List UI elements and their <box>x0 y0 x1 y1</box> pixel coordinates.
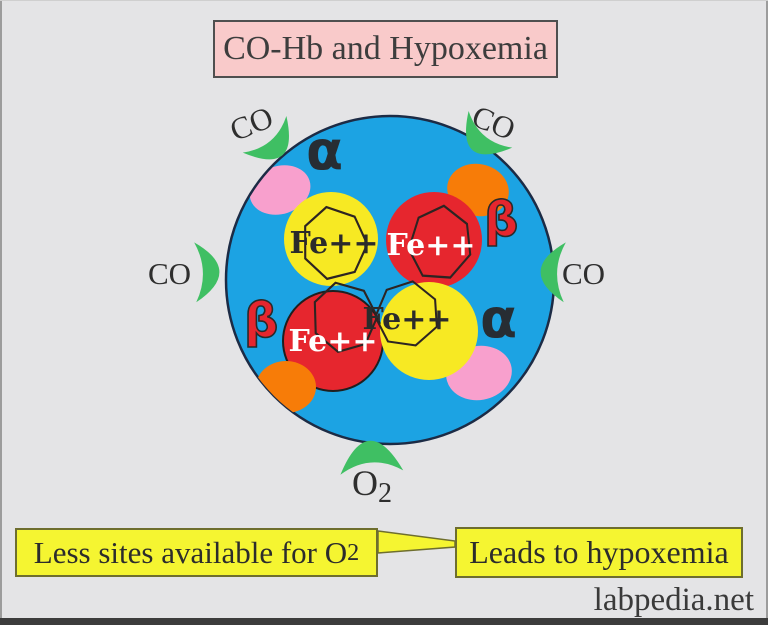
bottom-bar <box>0 618 768 625</box>
heme-circle-bottom-right <box>380 282 478 380</box>
callout-connector <box>377 530 456 554</box>
co-label-right: CO <box>562 256 606 291</box>
watermark: labpedia.net <box>593 582 754 618</box>
o2-subscript: 2 <box>378 478 393 510</box>
frame-top-edge <box>0 0 768 1</box>
frame-right-edge <box>766 0 768 625</box>
frame-left-edge <box>0 0 2 625</box>
subunit-beta-top-right: β <box>483 192 519 248</box>
co-label-left: CO <box>148 256 192 291</box>
fe-label-bottom-right: Fe++ <box>362 302 452 337</box>
o2-symbol: O <box>352 463 378 503</box>
heme-circle-top-left <box>284 192 378 286</box>
pink-oval-top-left <box>249 165 311 215</box>
page-title: CO-Hb and Hypoxemia <box>223 30 548 67</box>
subunit-alpha-top-left: α <box>306 119 344 182</box>
fe-label-top-right: Fe++ <box>386 228 476 263</box>
fe-label-bottom-left: Fe++ <box>288 324 378 359</box>
callout-less-sites-text: Less sites available for O <box>33 534 348 570</box>
subunit-alpha-bottom-right: α <box>480 287 518 350</box>
co-crescent-left <box>194 241 221 303</box>
callout-hypoxemia: Leads to hypoxemia <box>455 527 743 578</box>
callout-less-sites-subscript: 2 <box>347 538 360 566</box>
callout-hypoxemia-text: Leads to hypoxemia <box>469 534 729 570</box>
title-box: CO-Hb and Hypoxemia <box>213 20 558 78</box>
o2-label: O2 <box>352 462 392 510</box>
fe-label-top-left: Fe++ <box>289 226 379 261</box>
subunit-beta-bottom-left: β <box>243 293 279 349</box>
